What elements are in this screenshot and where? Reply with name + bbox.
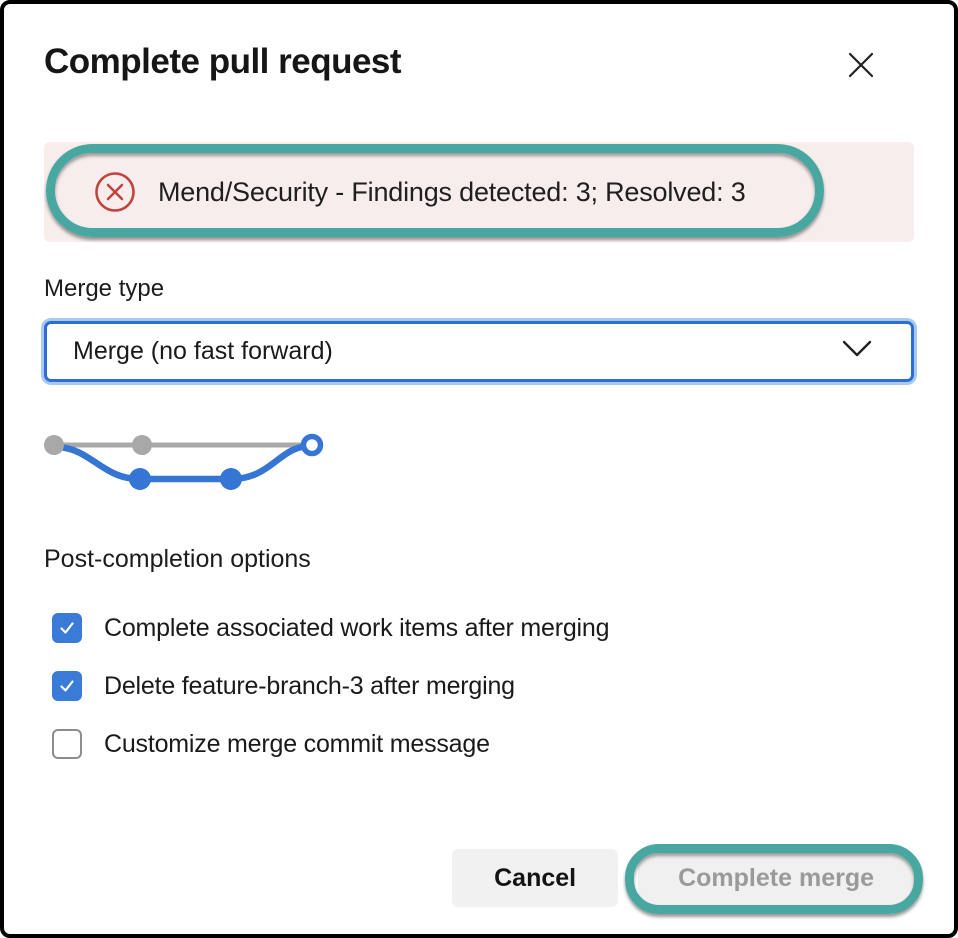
checkbox-label: Customize merge commit message — [104, 729, 490, 758]
merge-type-dropdown[interactable]: Merge (no fast forward) — [44, 321, 914, 382]
dialog-title: Complete pull request — [44, 42, 402, 81]
dialog-footer: Cancel Complete merge — [44, 843, 923, 914]
checkbox-label: Delete feature-branch-3 after merging — [104, 671, 515, 700]
alert-banner: Mend/Security - Findings detected: 3; Re… — [44, 142, 914, 242]
checkbox-unchecked[interactable] — [52, 729, 82, 759]
checkbox-label: Complete associated work items after mer… — [104, 613, 610, 642]
close-icon — [847, 51, 875, 84]
alert-message: Mend/Security - Findings detected: 3; Re… — [158, 176, 746, 207]
checkbox-row[interactable]: Delete feature-branch-3 after merging — [52, 669, 914, 703]
complete-merge-button[interactable]: Complete merge — [638, 850, 914, 906]
chevron-down-icon — [841, 339, 873, 364]
checkbox-row[interactable]: Complete associated work items after mer… — [52, 611, 914, 645]
complete-merge-wrap: Complete merge — [625, 843, 923, 914]
checkbox-checked-icon[interactable] — [52, 671, 82, 701]
cancel-button[interactable]: Cancel — [452, 849, 619, 907]
dialog-header: Complete pull request — [44, 38, 914, 86]
merge-strategy-diagram — [44, 433, 324, 490]
post-completion-label: Post-completion options — [44, 545, 311, 573]
merge-type-label: Merge type — [44, 275, 165, 302]
error-circle-x-icon — [94, 171, 136, 213]
post-completion-options: Complete associated work items after mer… — [44, 611, 914, 761]
close-button[interactable] — [846, 52, 876, 82]
alert-banner-wrap: Mend/Security - Findings detected: 3; Re… — [44, 142, 914, 242]
checkbox-checked-icon[interactable] — [52, 613, 82, 643]
merge-type-value: Merge (no fast forward) — [73, 337, 333, 365]
checkbox-row[interactable]: Customize merge commit message — [52, 727, 914, 761]
